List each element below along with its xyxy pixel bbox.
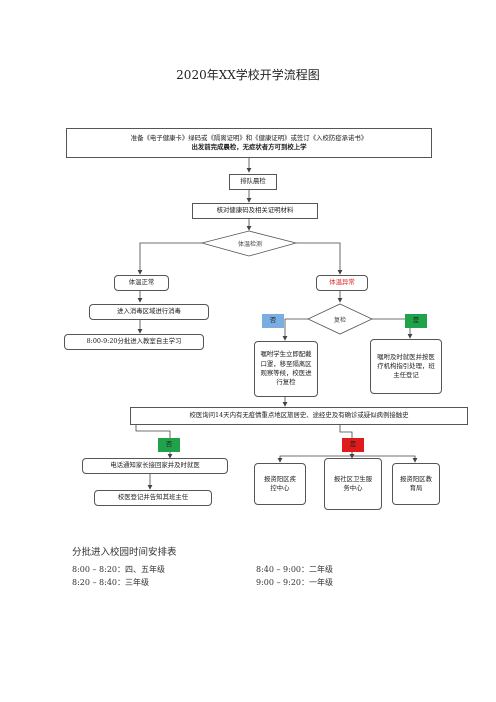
inquiry-box: 校医询问14天内有无疫情重点地区旅居史、途经史及有确诊或疑似病例接触史	[130, 407, 468, 425]
report-edu-box: 报资阳区教育局	[392, 463, 440, 505]
recheck-label: 复检	[333, 317, 346, 324]
isolation-box: 嘱咐学生立即配戴口罩，移至隔离区观察等候，校医进行复检	[254, 341, 318, 397]
schedule-title: 分批进入校园时间安排表	[72, 547, 177, 558]
temp-normal-box: 体温正常	[114, 275, 169, 291]
recheck-diamond	[307, 303, 373, 335]
temp-check-label: 体温检测	[237, 241, 262, 248]
prep-box: 准备《电子健康卡》绿码或《隔离证明》和《健康证明》或签订《入校防疫承诺书》 出发…	[66, 128, 432, 158]
register-box: 校医登记并告知其班主任	[94, 490, 212, 506]
notify-parent-box: 电话通知家长接回家并及时就医	[82, 458, 228, 474]
schedule-item: 8:40 – 9:00：二年级	[256, 565, 334, 574]
temp-check-diamond	[200, 230, 298, 257]
medical-box: 嘱咐及时就医并按医疗机构指引处理，班主任登记	[370, 339, 442, 394]
prep-line1: 准备《电子健康卡》绿码或《隔离证明》和《健康证明》或签订《入校防疫承诺书》	[130, 133, 368, 142]
prep-line2: 出发前完成晨检，无症状者方可到校上学	[191, 143, 307, 151]
report-community-box: 报社区卫生服务中心	[324, 458, 382, 510]
disinfect-box: 进入消毒区域进行消毒	[89, 304, 209, 320]
queue-box: 排队晨检	[229, 174, 277, 190]
schedule-item: 8:20 – 8:40：三年级	[72, 578, 150, 587]
class-time-box: 8:00-9:20分批进入教室自主学习	[64, 334, 204, 350]
page-title: 2020年XX学校开学流程图	[176, 68, 320, 82]
recheck-yes-tag: 是	[405, 314, 427, 328]
recheck-no-tag: 否	[262, 314, 284, 328]
temp-abnormal-box: 体温异常	[316, 275, 368, 291]
inquiry-yes-tag: 是	[342, 438, 364, 452]
inquiry-no-tag: 否	[158, 438, 180, 452]
report-center-box: 报资阳区疾控中心	[254, 463, 306, 505]
verify-box: 核对健康码及相关证明材料	[192, 203, 318, 219]
schedule-item: 9:00 – 9:20：一年级	[256, 578, 334, 587]
schedule-item: 8:00 – 8:20：四、五年级	[72, 565, 166, 574]
